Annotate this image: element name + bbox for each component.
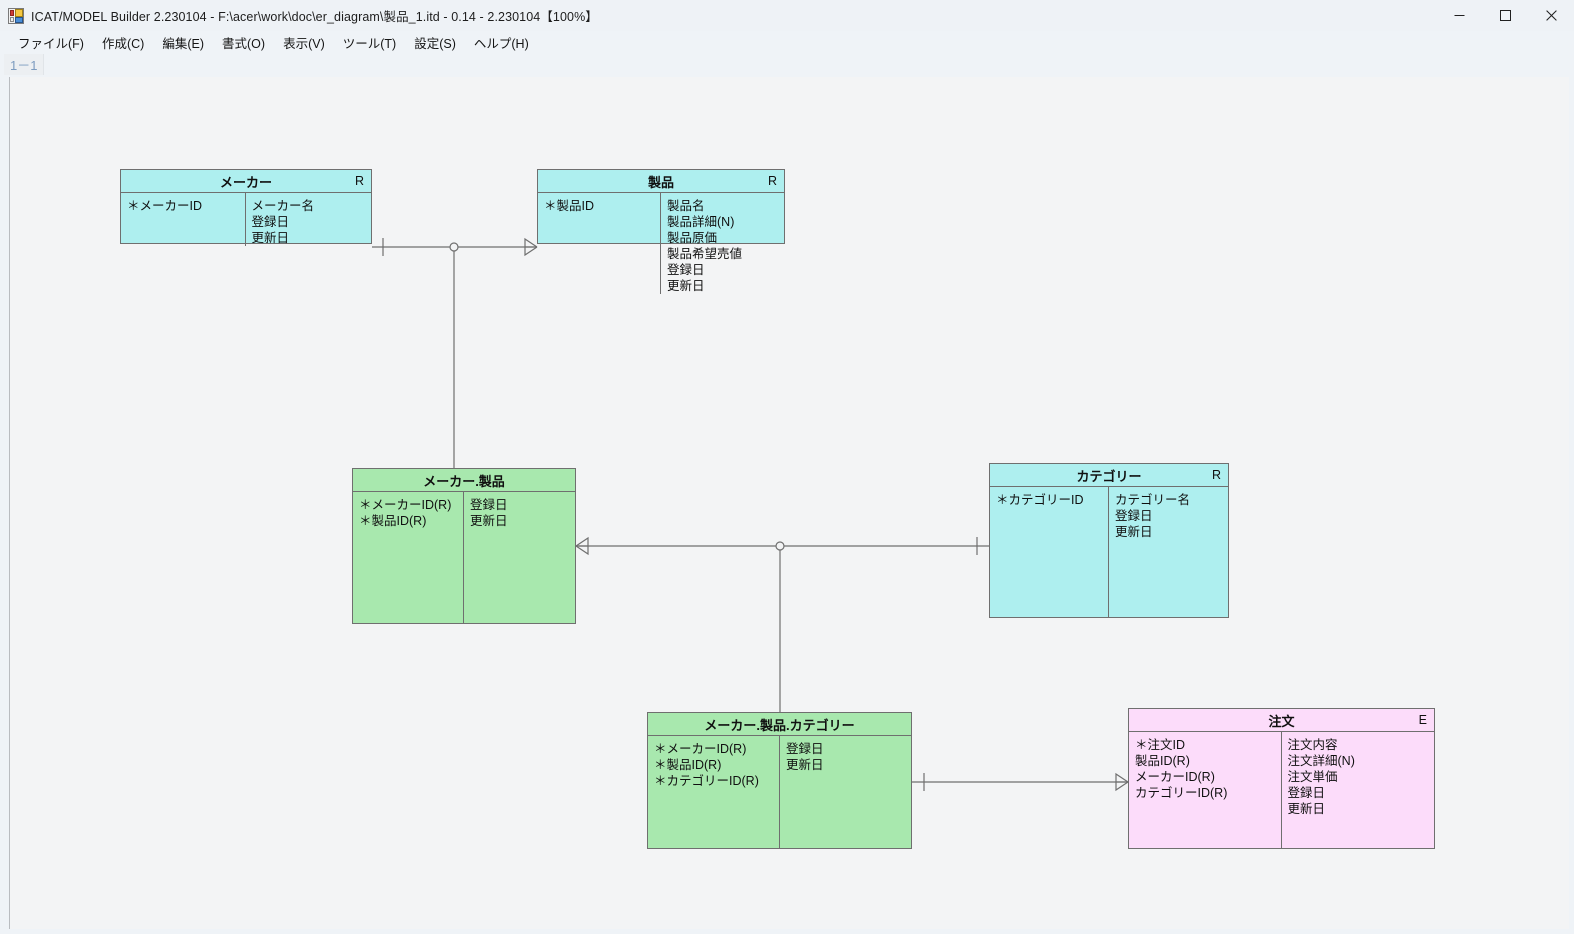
entity-category-body: ＊カテゴリーID カテゴリー名 登録日 更新日 [990, 487, 1228, 617]
entity-category-attr-2: 更新日 [1115, 525, 1153, 539]
entity-maker-attr-0: メーカー名 [251, 199, 315, 213]
rel-maker-product-crowsfoot [524, 237, 538, 257]
entity-mpc-key-2: ＊カテゴリーID(R) [654, 774, 759, 788]
entity-product-attr-5: 更新日 [667, 279, 705, 293]
menu-item-edit[interactable]: 編集(E) [162, 36, 204, 51]
entity-order-attr-0: 注文内容 [1287, 738, 1338, 752]
entity-mpc-key-0: ＊メーカーID(R) [654, 742, 747, 756]
entity-order-attr-3: 登録日 [1287, 786, 1326, 800]
entity-order-attr-1: 注文詳細(N) [1287, 754, 1355, 768]
title-bar: ICAT/MODEL Builder 2.230104 - F:\acer\wo… [0, 0, 1574, 32]
entity-maker-product-key-0: ＊メーカーID(R) [359, 498, 452, 512]
menu-item-create[interactable]: 作成(C) [101, 36, 145, 51]
entity-maker-title: メーカー [219, 174, 272, 190]
entity-maker-badge: R [354, 174, 364, 188]
entity-maker-attr-2: 更新日 [251, 231, 290, 245]
rel-mp-category-junction [775, 541, 785, 551]
entity-mpc-attr-1: 更新日 [786, 758, 824, 772]
entity-maker[interactable]: メーカー R ＊メーカーID メーカー名 登録日 更新日 [120, 169, 372, 246]
entity-maker-product-header: メーカー.製品 [353, 469, 575, 492]
app-icon [8, 7, 24, 24]
entity-order-key-3: カテゴリーID(R) [1135, 786, 1228, 800]
entity-maker-header: メーカー R [121, 170, 371, 193]
tab-strip: 1－1 [0, 53, 1574, 77]
entity-order-badge: E [1418, 713, 1427, 727]
entity-mpc-attr-column: 登録日 更新日 [780, 736, 911, 848]
entity-order-body: ＊注文ID 製品ID(R) メーカーID(R) カテゴリーID(R) 注文内容 … [1129, 732, 1434, 848]
entity-product-attr-column: 製品名 製品詳細(N) 製品原価 製品希望売値 登録日 更新日 [661, 193, 784, 294]
entity-maker-product-attr-0: 登録日 [470, 498, 508, 512]
entity-product-attr-4: 登録日 [667, 263, 705, 277]
entity-maker-product-category-header: メーカー.製品.カテゴリー [648, 713, 911, 736]
entity-maker-product-category-title: メーカー.製品.カテゴリー [704, 717, 855, 733]
menu-item-format[interactable]: 書式(O) [222, 36, 266, 51]
entity-mpc-key-1: ＊製品ID(R) [654, 758, 722, 772]
tab-1-1[interactable]: 1－1 [4, 54, 45, 75]
entity-category-title: カテゴリー [1076, 468, 1142, 484]
entity-mpc-key-column: ＊メーカーID(R) ＊製品ID(R) ＊カテゴリーID(R) [648, 736, 780, 848]
rel-mpc-order-crowsfoot [1115, 772, 1129, 792]
entity-product-badge: R [767, 174, 777, 188]
maximize-button[interactable] [1482, 0, 1528, 31]
entity-order-key-1: 製品ID(R) [1135, 754, 1190, 768]
menu-item-settings[interactable]: 設定(S) [414, 36, 456, 51]
entity-order-key-2: メーカーID(R) [1135, 770, 1215, 784]
entity-maker-product-title: メーカー.製品 [423, 473, 505, 489]
entity-maker-product-attr-column: 登録日 更新日 [464, 492, 575, 623]
entity-order-attr-4: 更新日 [1287, 802, 1326, 816]
entity-product-key-column: ＊製品ID [538, 193, 661, 294]
entity-category-key-0: ＊カテゴリーID [996, 493, 1084, 507]
diagram-canvas[interactable]: メーカー R ＊メーカーID メーカー名 登録日 更新日 製 [9, 77, 1569, 929]
minimize-button[interactable] [1436, 0, 1482, 31]
rel-mp-category-crowsfoot [575, 536, 589, 556]
entity-product-attr-1: 製品詳細(N) [667, 215, 735, 229]
entity-product-attr-3: 製品希望売値 [667, 247, 743, 261]
entity-maker-body: ＊メーカーID メーカー名 登録日 更新日 [121, 193, 371, 246]
menu-item-tools[interactable]: ツール(T) [342, 36, 397, 51]
entity-category-key-column: ＊カテゴリーID [990, 487, 1109, 617]
entity-category-attr-column: カテゴリー名 登録日 更新日 [1109, 487, 1228, 617]
menu-item-file[interactable]: ファイル(F) [18, 36, 84, 51]
entity-maker-product-category[interactable]: メーカー.製品.カテゴリー ＊メーカーID(R) ＊製品ID(R) ＊カテゴリー… [647, 712, 912, 849]
entity-maker-product[interactable]: メーカー.製品 ＊メーカーID(R) ＊製品ID(R) 登録日 更新日 [352, 468, 576, 624]
menu-item-view[interactable]: 表示(V) [283, 36, 325, 51]
window-controls [1436, 0, 1574, 31]
entity-category-attr-1: 登録日 [1115, 509, 1153, 523]
menu-item-help[interactable]: ヘルプ(H) [473, 36, 529, 51]
entity-maker-product-key-1: ＊製品ID(R) [359, 514, 427, 528]
entity-maker-product-key-column: ＊メーカーID(R) ＊製品ID(R) [353, 492, 464, 623]
entity-order[interactable]: 注文 E ＊注文ID 製品ID(R) メーカーID(R) カテゴリーID(R) … [1128, 708, 1435, 849]
entity-order-header: 注文 E [1129, 709, 1434, 732]
entity-product-header: 製品 R [538, 170, 784, 193]
entity-order-title: 注文 [1268, 713, 1295, 729]
entity-product-body: ＊製品ID 製品名 製品詳細(N) 製品原価 製品希望売値 登録日 更新日 [538, 193, 784, 294]
entity-maker-key-0: ＊メーカーID [127, 199, 203, 213]
entity-product[interactable]: 製品 R ＊製品ID 製品名 製品詳細(N) 製品原価 製品希望売値 登録日 更… [537, 169, 785, 294]
entity-maker-attr-column: メーカー名 登録日 更新日 [246, 193, 372, 246]
close-button[interactable] [1528, 0, 1574, 31]
entity-maker-product-category-body: ＊メーカーID(R) ＊製品ID(R) ＊カテゴリーID(R) 登録日 更新日 [648, 736, 911, 848]
entity-product-key-0: ＊製品ID [544, 199, 595, 213]
entity-product-attr-2: 製品原価 [667, 231, 718, 245]
entity-maker-key-column: ＊メーカーID [121, 193, 246, 246]
entity-maker-product-body: ＊メーカーID(R) ＊製品ID(R) 登録日 更新日 [353, 492, 575, 623]
entity-order-attr-column: 注文内容 注文詳細(N) 注文単価 登録日 更新日 [1282, 732, 1435, 848]
rel-maker-product-junction [449, 242, 459, 252]
entity-order-key-column: ＊注文ID 製品ID(R) メーカーID(R) カテゴリーID(R) [1129, 732, 1282, 848]
entity-category[interactable]: カテゴリー R ＊カテゴリーID カテゴリー名 登録日 更新日 [989, 463, 1229, 618]
entity-mpc-attr-0: 登録日 [786, 742, 824, 756]
window-title: ICAT/MODEL Builder 2.230104 - F:\acer\wo… [31, 10, 598, 24]
entity-order-attr-2: 注文単価 [1287, 770, 1338, 784]
entity-product-title: 製品 [647, 174, 674, 190]
entity-category-header: カテゴリー R [990, 464, 1228, 487]
entity-product-attr-0: 製品名 [667, 199, 705, 213]
entity-category-attr-0: カテゴリー名 [1115, 493, 1191, 507]
entity-maker-product-attr-1: 更新日 [470, 514, 508, 528]
entity-order-key-0: ＊注文ID [1135, 738, 1186, 752]
entity-category-badge: R [1211, 468, 1221, 482]
entity-maker-attr-1: 登録日 [251, 215, 290, 229]
menu-bar: ファイル(F) 作成(C) 編集(E) 書式(O) 表示(V) ツール(T) 設… [0, 31, 1574, 53]
